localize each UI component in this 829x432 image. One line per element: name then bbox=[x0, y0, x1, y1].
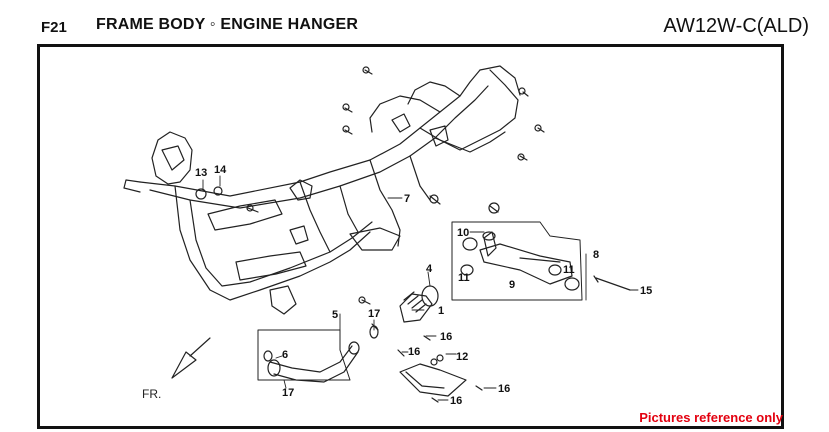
part-number: 5 bbox=[332, 309, 338, 321]
part-number: 17 bbox=[368, 308, 380, 320]
part-number-labels: 13 14 7 10 8 11 11 9 15 4 1 17 5 6 17 16… bbox=[195, 164, 652, 407]
figure-code: F21 bbox=[41, 19, 67, 36]
collar-drawing bbox=[195, 186, 223, 200]
frame-body-drawing bbox=[123, 65, 521, 315]
air-duct-drawing bbox=[257, 329, 360, 383]
bolt-drawings bbox=[246, 66, 545, 214]
page-title: FRAME BODY ◦ ENGINE HANGER bbox=[96, 16, 359, 33]
direction-arrow-icon bbox=[171, 337, 211, 379]
part-number: 15 bbox=[640, 285, 652, 297]
part-number: 1 bbox=[438, 305, 444, 317]
part-number: 7 bbox=[404, 193, 410, 205]
part-number: 14 bbox=[214, 164, 227, 176]
footer-note: Pictures reference only bbox=[639, 410, 783, 425]
leader-lines bbox=[202, 175, 639, 401]
part-number: 16 bbox=[450, 395, 462, 407]
part-number: 11 bbox=[563, 264, 575, 276]
part-number: 10 bbox=[457, 227, 469, 239]
part-number: 6 bbox=[282, 349, 288, 361]
bracket-drawing bbox=[397, 335, 483, 403]
part-number: 13 bbox=[195, 167, 207, 179]
part-number: 16 bbox=[498, 383, 510, 395]
part-number: 12 bbox=[456, 351, 468, 363]
diagram-frame bbox=[37, 44, 784, 429]
part-number: 9 bbox=[509, 279, 515, 291]
direction-label: FR. bbox=[142, 387, 161, 401]
part-number: 8 bbox=[593, 249, 599, 261]
model-code: AW12W-C(ALD) bbox=[663, 15, 809, 37]
engine-hanger-drawing bbox=[451, 221, 631, 301]
part-number: 16 bbox=[408, 346, 420, 358]
part-number: 16 bbox=[440, 331, 452, 343]
part-number: 4 bbox=[426, 263, 433, 275]
part-number: 17 bbox=[282, 387, 294, 399]
part-number: 11 bbox=[458, 272, 470, 284]
